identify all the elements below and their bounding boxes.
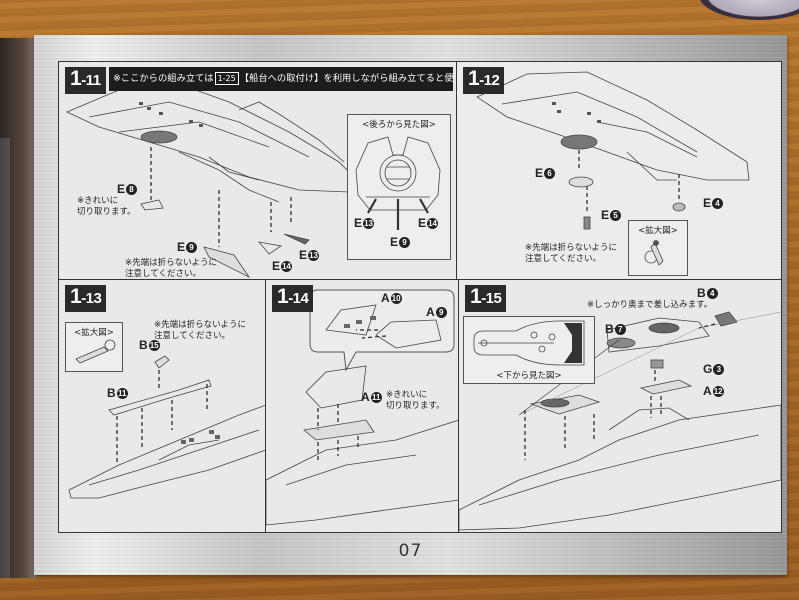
step-reference: 1-25 [214, 72, 239, 85]
ship-diagram-1-15 [459, 311, 781, 531]
note-insert-firmly: ※しっかり奥まで差し込みます。 [587, 300, 713, 310]
note-tip-caution: ※先端は折らないように 注意してください。 [525, 243, 617, 264]
note-clean-cut: ※きれいに 切り取ります。 [77, 196, 136, 217]
page-number: 07 [398, 541, 423, 561]
assembly-tip-banner: ※ここからの組み立ては1-25【船台への取付け】を利用しながら組み立てると便利で… [109, 67, 453, 91]
zoom-view-inset: <拡大図> [628, 220, 688, 276]
ship-diagram-1-12 [476, 71, 750, 230]
step-number-badge: 1-13 [65, 285, 107, 312]
note-tip-caution: ※先端は折らないように 注意してください。 [154, 320, 246, 341]
step-number-badge: 1-15 [465, 285, 507, 312]
bottom-view-inset: <下から見た図> [463, 316, 595, 384]
previous-page-edge [0, 38, 36, 578]
rear-view-diagram [355, 136, 441, 230]
note-clean-cut: ※きれいに 切り取ります。 [386, 390, 445, 411]
zoom-view-inset: <拡大図> [65, 322, 123, 372]
note-tip-caution: ※先端は折らないように 注意してください。 [125, 258, 217, 279]
step-number-badge: 1-14 [272, 285, 314, 312]
ship-diagram-1-13 [68, 355, 265, 499]
step-number-badge: 1-12 [463, 67, 505, 94]
ship-diagram-1-11 [66, 83, 360, 279]
ship-diagram-1-14 [266, 289, 458, 526]
step-number-badge: 1-11 [65, 67, 106, 94]
disc-object [699, 0, 799, 20]
